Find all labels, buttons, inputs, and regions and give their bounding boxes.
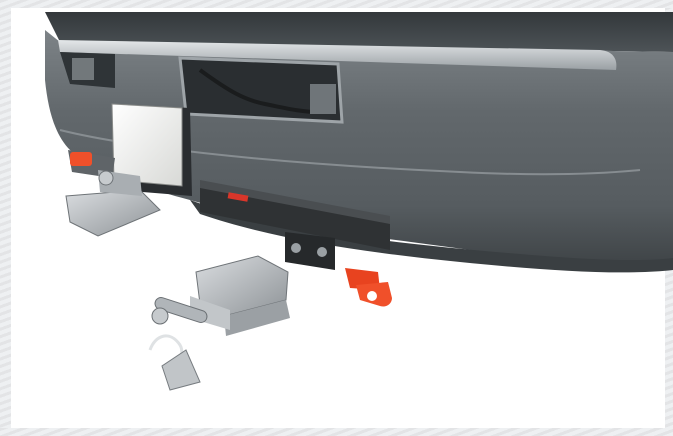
tow-bracket-detached [148,255,290,391]
center-opening-bracket [310,84,336,114]
hitch-reflector [227,192,249,202]
frame-border-bottom [0,428,673,436]
hitch-receiver-top [200,180,390,224]
orange-pin-detached [345,268,392,307]
frame-border-top [0,0,673,8]
hitch-mount-hole-1 [291,243,301,253]
bumper-top [45,12,673,52]
hitch-mount-plate [285,232,335,270]
license-plate [111,103,183,187]
bumper-center-opening [178,56,344,124]
left-opening-inner [72,58,94,80]
center-opening-cable [198,68,321,114]
hitch-mount-hole-2 [317,247,327,257]
bumper-chrome-strip [58,40,617,70]
tow-hook-left-installed [65,150,161,237]
hitch-receiver [200,185,390,250]
frame-border-left [0,0,11,436]
